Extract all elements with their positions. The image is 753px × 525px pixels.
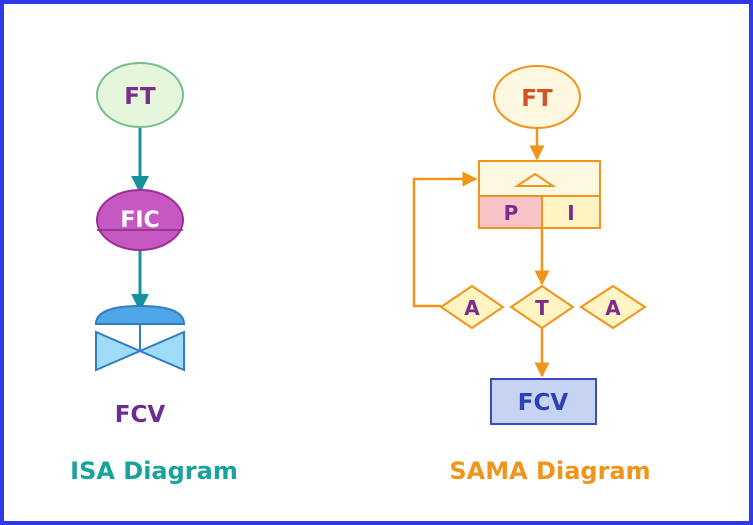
sama-manual-right: A	[579, 284, 647, 330]
isa-caption: ISA Diagram	[70, 457, 238, 485]
sama-manual-left: A	[439, 284, 505, 330]
sama-ft-label: FT	[521, 86, 553, 112]
isa-fic-label: FIC	[120, 208, 159, 233]
sama-diagram: FT P I A T A	[412, 65, 651, 485]
sama-i-label: I	[567, 201, 574, 225]
sama-controller-block: P I	[478, 160, 601, 229]
sama-fcv-label: FCV	[518, 390, 569, 416]
isa-flow-controller: FIC	[96, 189, 184, 251]
delta-icon	[513, 172, 557, 187]
sama-a-right-label: A	[605, 296, 621, 320]
sama-flow-transmitter: FT	[493, 65, 581, 129]
valve-icon	[94, 304, 186, 372]
isa-fcv-label: FCV	[115, 402, 166, 428]
isa-diagram: FT FIC FCV ISA Diagram	[70, 62, 238, 485]
sama-a-left-label: A	[464, 296, 480, 320]
control-diagrams: FT FIC FCV ISA Diagram FT	[70, 62, 651, 485]
isa-flow-transmitter: FT	[96, 62, 184, 128]
sama-feedback-loop	[412, 171, 478, 308]
isa-ft-label: FT	[124, 84, 156, 110]
sama-caption: SAMA Diagram	[449, 457, 650, 485]
sama-fcv-box: FCV	[490, 378, 597, 425]
sama-transfer: T	[509, 284, 575, 330]
sama-p-label: P	[504, 201, 519, 225]
sama-t-label: T	[535, 296, 549, 320]
